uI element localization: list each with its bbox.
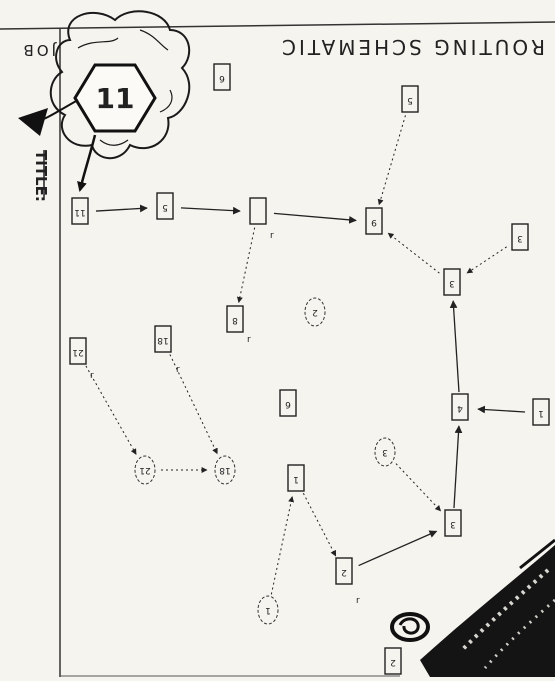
- node-label: 3: [449, 278, 455, 288]
- route-node: 4: [452, 394, 468, 420]
- annotation-r-mark: r: [90, 371, 94, 381]
- route-node: 6: [280, 390, 296, 416]
- route-node: 1: [288, 465, 304, 491]
- node-label: 18: [219, 465, 231, 475]
- route-edge: [478, 409, 525, 412]
- node-label: 4: [457, 403, 463, 413]
- route-node: 2: [336, 558, 352, 584]
- node-label: 1: [538, 408, 544, 418]
- route-edge: [453, 301, 459, 392]
- route-node: 3: [445, 510, 461, 536]
- node-label: 1: [265, 605, 271, 615]
- node-label: 3: [517, 233, 523, 243]
- route-edge: [96, 208, 147, 211]
- route-node: 1: [258, 596, 278, 624]
- leader-arrow: [80, 135, 95, 190]
- small-r-annotations: r r r r r: [90, 231, 360, 606]
- circled-annotation: [392, 614, 428, 640]
- node-label: 21: [72, 347, 83, 357]
- route-node: 3: [512, 224, 528, 250]
- route-node: 6: [214, 64, 230, 90]
- route-edge: [239, 228, 255, 303]
- node-label: 8: [232, 315, 238, 325]
- node-box: [250, 198, 266, 224]
- circled-mark-swirl: [400, 619, 418, 633]
- route-node: [250, 198, 266, 224]
- node-label: 5: [162, 202, 168, 212]
- dark-band: [420, 545, 555, 677]
- arrowhead-icon: [18, 108, 48, 136]
- job-label: JOB: [20, 41, 57, 59]
- node-label: 6: [285, 399, 291, 409]
- node-label: 2: [312, 307, 318, 317]
- header-title: ROUTING SCHEMATIC: [279, 35, 545, 59]
- node-label: 9: [371, 217, 377, 227]
- route-node: 8: [227, 306, 243, 332]
- route-node: 21: [70, 338, 86, 364]
- route-node: 18: [215, 456, 235, 484]
- node-label: 18: [157, 335, 169, 345]
- title-label: TITLE:: [32, 150, 50, 202]
- edge-layer: [86, 115, 525, 594]
- route-edge: [181, 208, 240, 211]
- node-label: 1: [293, 474, 299, 484]
- route-node: 5: [157, 193, 173, 219]
- route-edge: [454, 426, 459, 508]
- route-node: 2: [305, 298, 325, 326]
- route-edge: [271, 497, 292, 595]
- node-label: 3: [450, 519, 456, 529]
- route-node: 5: [402, 86, 418, 112]
- route-node: 1: [533, 399, 549, 425]
- node-label: 2: [390, 657, 396, 667]
- node-label: 11: [74, 207, 85, 217]
- route-node: 3: [444, 269, 460, 295]
- route-edge: [396, 464, 441, 511]
- route-node: 2: [385, 648, 401, 674]
- node-label: 6: [219, 73, 225, 83]
- annotation-r-mark: r: [270, 231, 274, 241]
- top-border-line: [0, 22, 555, 29]
- route-node: 21: [135, 456, 155, 484]
- node-label: 2: [341, 567, 347, 577]
- route-node: 9: [366, 208, 382, 234]
- route-edge: [303, 493, 335, 556]
- node-label: 21: [139, 465, 150, 475]
- route-node: 18: [155, 326, 171, 352]
- route-node: 11: [72, 198, 88, 224]
- annotation-r-mark: r: [247, 335, 251, 345]
- callout-number: 11: [96, 82, 135, 115]
- annotation-r-mark: r: [356, 596, 360, 606]
- route-edge: [359, 531, 437, 565]
- route-node: 3: [375, 438, 395, 466]
- route-edge: [274, 213, 356, 220]
- route-edge: [379, 115, 405, 204]
- route-edge: [467, 247, 507, 273]
- annotation-r-mark: r: [176, 365, 180, 375]
- route-edge: [388, 233, 439, 273]
- node-label: 3: [382, 447, 388, 457]
- corner-dark-scribble: [420, 540, 555, 677]
- node-label: 5: [407, 95, 413, 105]
